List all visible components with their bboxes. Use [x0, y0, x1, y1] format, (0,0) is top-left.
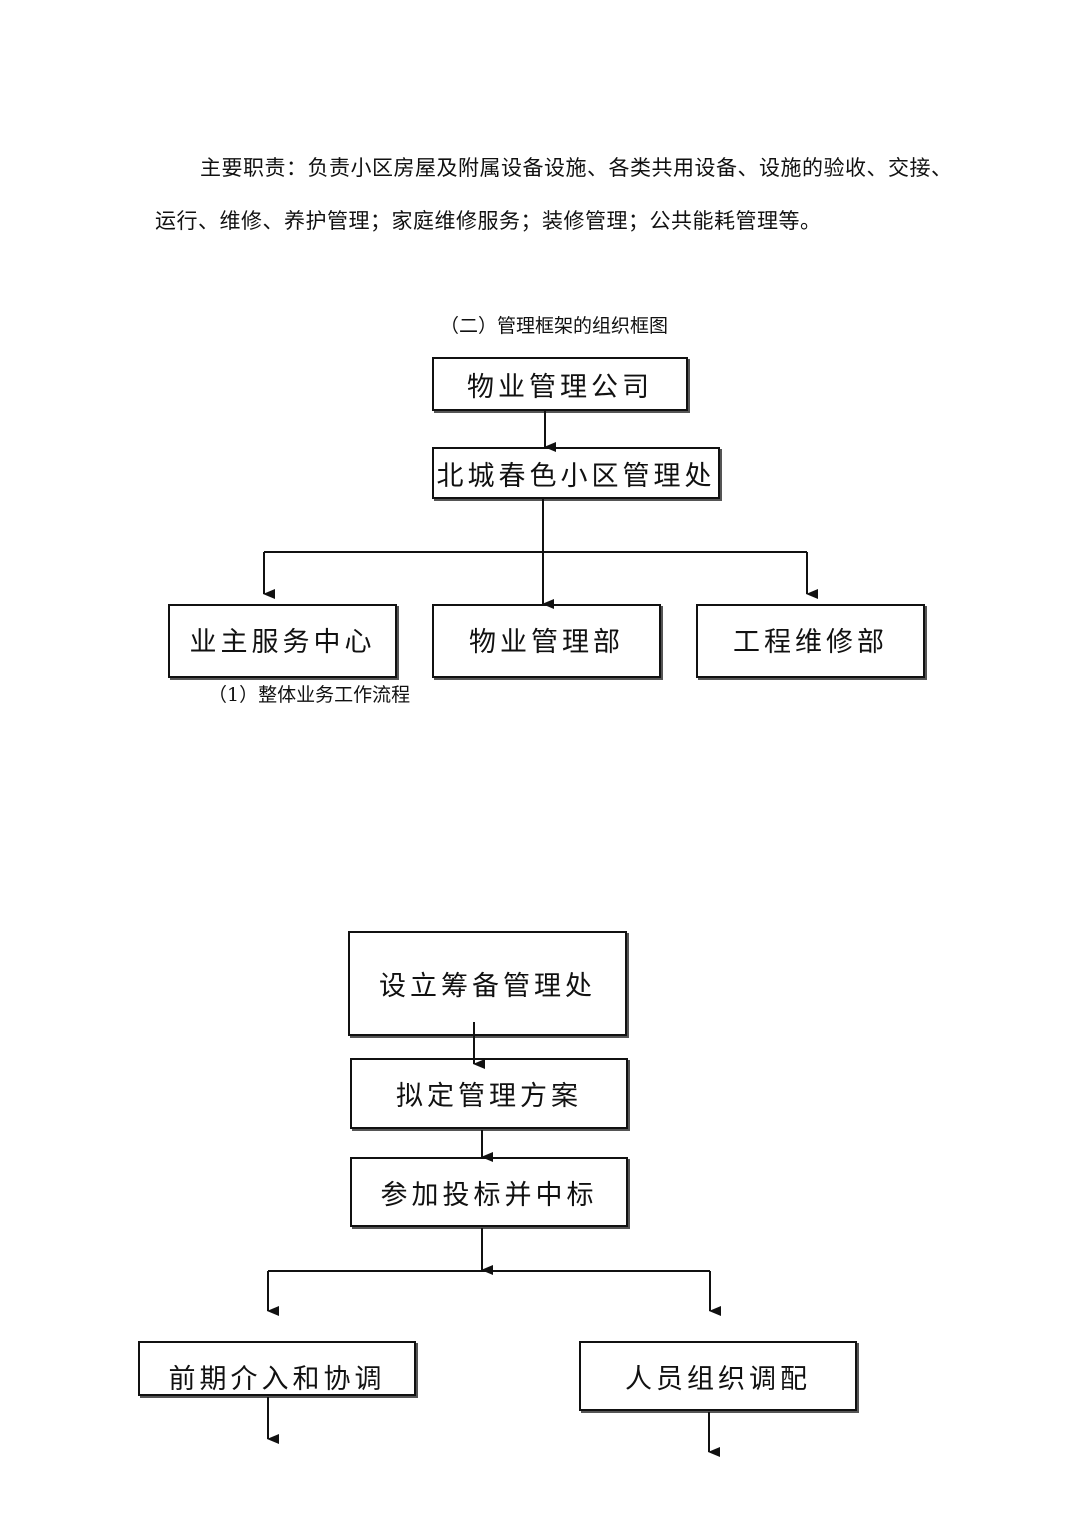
step-draft-plan: 拟定管理方案: [350, 1058, 628, 1129]
step-setup-office-label: 设立筹备管理处: [379, 971, 596, 1002]
node-community-office: 北城春色小区管理处: [432, 447, 720, 499]
node-owner-service-center-label: 业主服务中心: [189, 627, 376, 658]
responsibilities-line-1: 主要职责：负责小区房屋及附属设备设施、各类共用设备、设施的验收、交接、: [200, 156, 953, 180]
org-chart-title: （二）管理框架的组织框图: [440, 315, 669, 337]
step-early-involvement-label: 前期介入和协调: [168, 1364, 386, 1395]
step-bid-and-win-label: 参加投标并中标: [380, 1180, 598, 1211]
step-staff-allocation-label: 人员组织调配: [625, 1364, 811, 1395]
node-property-company: 物业管理公司: [432, 357, 688, 411]
responsibilities-line-2: 运行、维修、养护管理；家庭维修服务；装修管理；公共能耗管理等。: [155, 209, 822, 233]
step-early-involvement: 前期介入和协调: [138, 1341, 416, 1396]
workflow-title: （1）整体业务工作流程: [208, 684, 411, 706]
step-staff-allocation: 人员组织调配: [579, 1341, 857, 1411]
node-owner-service-center: 业主服务中心: [168, 604, 397, 678]
node-property-company-label: 物业管理公司: [467, 371, 653, 403]
step-draft-plan-label: 拟定管理方案: [396, 1081, 582, 1112]
step-bid-and-win: 参加投标并中标: [350, 1157, 628, 1227]
node-property-management-dept: 物业管理部: [432, 604, 661, 678]
node-engineering-maintenance-dept: 工程维修部: [696, 604, 925, 678]
node-community-office-label: 北城春色小区管理处: [436, 460, 716, 492]
step-setup-office: 设立筹备管理处: [348, 931, 627, 1036]
node-engineering-maintenance-dept-label: 工程维修部: [733, 627, 888, 658]
node-property-management-dept-label: 物业管理部: [469, 627, 624, 658]
